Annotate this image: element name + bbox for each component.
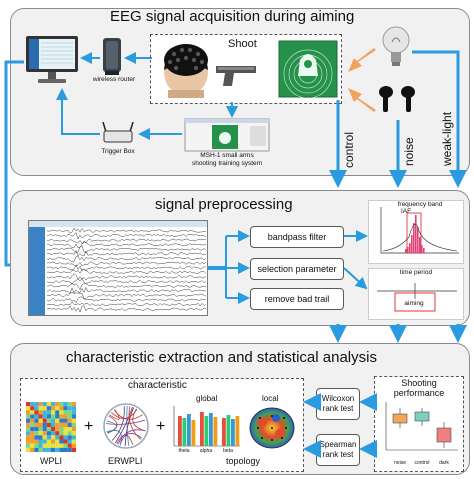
eeg-signal-screen bbox=[28, 220, 208, 316]
computer-icon bbox=[24, 34, 80, 86]
erwpli-label: ERWPLI bbox=[108, 456, 143, 466]
box-cat-noise: noise bbox=[394, 460, 406, 466]
plus-sign-1: + bbox=[84, 418, 94, 435]
preprocessing-title: signal preprocessing bbox=[155, 196, 293, 213]
global-label: global bbox=[196, 394, 218, 403]
earbuds-icon bbox=[376, 84, 420, 116]
wilcoxon-test-box: Wilcoxon rank test bbox=[316, 388, 360, 420]
condition-label-control: control bbox=[342, 131, 356, 168]
box-cat-control: control bbox=[414, 460, 430, 466]
wpli-matrix bbox=[26, 402, 76, 452]
bar-group-theta: theta bbox=[178, 448, 190, 454]
orange-arrow-light bbox=[344, 46, 378, 76]
wpli-label: WPLI bbox=[40, 456, 63, 466]
bar-group-beta: beta bbox=[223, 448, 233, 454]
frequency-band-plot bbox=[368, 200, 464, 264]
target-icon bbox=[278, 40, 338, 99]
system-label-line2: shooting training system bbox=[191, 160, 263, 167]
time-aiming-label: aiming bbox=[404, 300, 424, 307]
bandpass-filter-box: bandpass filter bbox=[250, 226, 344, 248]
pistol-icon bbox=[214, 62, 258, 88]
shooting-system-screen-icon bbox=[184, 118, 270, 152]
eeg-cap-head-icon bbox=[158, 40, 214, 98]
topology-label: topology bbox=[226, 456, 261, 466]
spearman-test-box: Spearman rank test bbox=[316, 434, 360, 466]
light-bulb-icon bbox=[380, 24, 412, 70]
shoot-label: Shoot bbox=[228, 38, 257, 50]
characteristic-title: characteristic bbox=[128, 380, 187, 391]
time-period-plot bbox=[368, 268, 464, 320]
trigger-box-icon bbox=[100, 121, 136, 144]
shooting-performance-box bbox=[374, 376, 464, 472]
orange-arrow-noise bbox=[344, 84, 378, 114]
analysis-title: characteristic extraction and statistica… bbox=[66, 349, 377, 366]
condition-label-weak-light: weak-light bbox=[440, 111, 454, 166]
bar-group-alpha: alpha bbox=[199, 448, 213, 454]
erwpli-connectivity-circle bbox=[100, 400, 152, 452]
selection-parameter-box: selection parameter bbox=[250, 258, 344, 280]
time-period-title: time period bbox=[399, 269, 433, 276]
box-cat-dark: dark bbox=[439, 460, 449, 466]
performance-title-line2: performance bbox=[393, 388, 445, 398]
local-label: local bbox=[262, 394, 279, 403]
performance-boxplot bbox=[380, 400, 460, 458]
frequency-band-title: frequency band bbox=[397, 201, 443, 208]
acquisition-title: EEG signal acquisition during aiming bbox=[110, 8, 355, 25]
condition-label-noise: noise bbox=[402, 137, 416, 166]
router-label: wireless router bbox=[92, 76, 136, 83]
remove-bad-trail-box: remove bad trail bbox=[250, 288, 344, 310]
system-label-line1: MSH-1 small arms bbox=[200, 152, 254, 159]
global-bar-chart bbox=[170, 404, 242, 454]
iaf-label: IAF bbox=[400, 208, 412, 215]
wireless-router-icon bbox=[100, 36, 124, 76]
local-topography-head bbox=[246, 404, 298, 450]
plus-sign-2: + bbox=[156, 418, 166, 435]
trigger-box-label: Trigger Box bbox=[101, 148, 135, 155]
performance-title-line1: Shooting bbox=[401, 378, 437, 388]
